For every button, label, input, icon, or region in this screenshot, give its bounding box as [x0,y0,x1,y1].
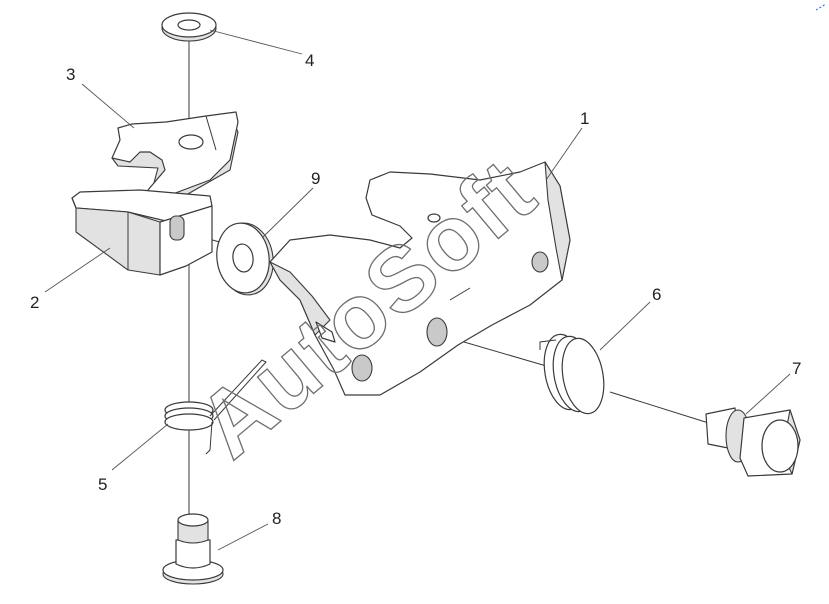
callout-9: 9 [311,169,320,188]
callout-labels: 1 2 3 4 5 6 7 8 9 [30,51,801,528]
part-8-bushing [162,513,224,585]
part-7-bolt [705,407,801,477]
corner-mark-icon [815,3,827,11]
callout-3: 3 [66,65,75,84]
callout-4: 4 [305,51,314,70]
part-4-washer [161,12,217,42]
callout-6: 6 [652,285,661,304]
part-6-spring [539,333,605,415]
part-3-latch-plate [111,111,239,213]
part-9-washer [216,222,274,296]
part-5-spring [164,359,267,455]
callout-5: 5 [98,475,107,494]
part-1-main-plate [269,161,571,396]
callout-7: 7 [792,359,801,378]
callout-8: 8 [272,509,281,528]
callout-leaders [44,29,791,551]
callout-1: 1 [580,109,589,128]
callout-2: 2 [30,293,39,312]
part-2-bracket [71,189,213,276]
